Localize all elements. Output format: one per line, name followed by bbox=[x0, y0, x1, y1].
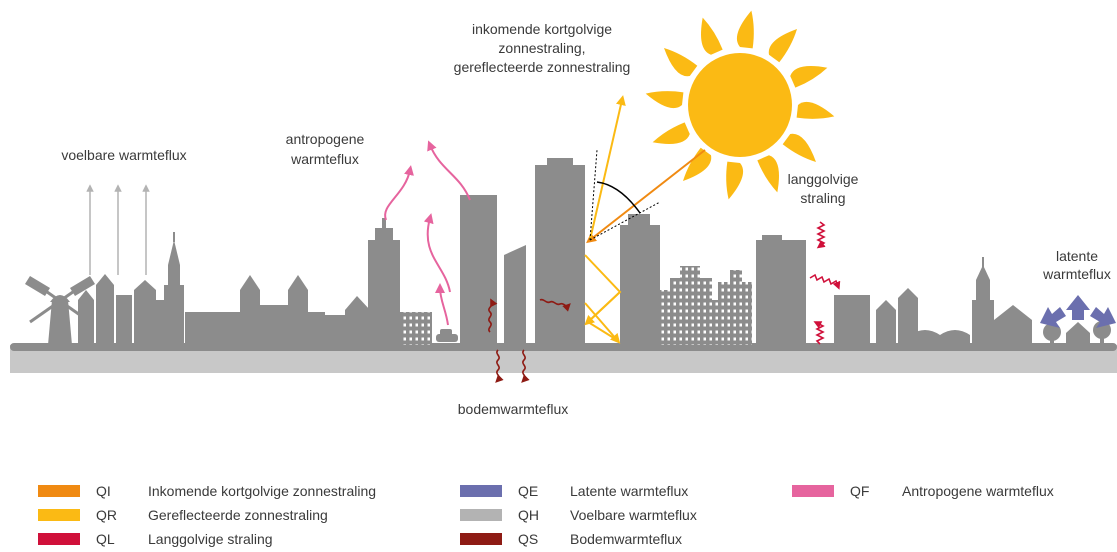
legend-label: Inkomende kortgolvige zonnestraling bbox=[148, 483, 376, 499]
legend-swatch bbox=[792, 485, 834, 497]
legend-code: QE bbox=[518, 483, 538, 499]
label-ground: bodemwarmteflux bbox=[458, 401, 569, 417]
legend-code: QI bbox=[96, 483, 111, 499]
sun-ray bbox=[757, 155, 780, 193]
legend-swatch bbox=[38, 485, 80, 497]
car bbox=[436, 329, 458, 342]
legend-swatch bbox=[460, 485, 502, 497]
legend-swatch bbox=[38, 533, 80, 545]
sun-ray bbox=[736, 10, 754, 49]
skyscraper-main bbox=[535, 158, 585, 345]
legend-label: Langgolvige straling bbox=[148, 531, 273, 547]
office-grid bbox=[400, 312, 432, 345]
label-incoming-2: zonnestraling, bbox=[498, 40, 585, 56]
ground bbox=[10, 343, 1117, 373]
sun-ray bbox=[700, 17, 723, 55]
church-tower-right bbox=[972, 257, 1032, 345]
legend-label: Latente warmteflux bbox=[570, 483, 688, 499]
ground-heat-flux bbox=[488, 298, 571, 383]
skyline bbox=[25, 158, 1111, 345]
tower-anthropogenic bbox=[368, 240, 400, 345]
legend-code: QF bbox=[850, 483, 869, 499]
legend-code: QS bbox=[518, 531, 538, 547]
sun-ray bbox=[645, 91, 684, 109]
sun-ray bbox=[664, 47, 698, 77]
label-anthropogenic-1: antropogene bbox=[286, 131, 365, 147]
sun-ray bbox=[768, 29, 798, 63]
legend-code: QH bbox=[518, 507, 539, 523]
museum bbox=[185, 275, 370, 345]
sun-ray bbox=[652, 122, 690, 145]
anthropogenic-arrows bbox=[384, 140, 471, 326]
church-tower-left bbox=[164, 232, 184, 345]
label-longwave-1: langgolvige bbox=[788, 171, 859, 187]
sun-ray bbox=[796, 101, 835, 119]
label-longwave-2: straling bbox=[800, 190, 845, 206]
legend-swatch bbox=[38, 509, 80, 521]
label-anthropogenic-2: warmteflux bbox=[290, 151, 359, 167]
trees bbox=[1043, 321, 1111, 345]
sun-ray bbox=[782, 133, 816, 163]
tower-longwave bbox=[756, 240, 806, 345]
label-sensible: voelbare warmteflux bbox=[61, 147, 186, 163]
legend-label: Antropogene warmteflux bbox=[902, 483, 1054, 499]
legend-label: Voelbare warmteflux bbox=[570, 507, 697, 523]
legend-swatch bbox=[460, 533, 502, 545]
legend-code: QR bbox=[96, 507, 117, 523]
legend-label: Gereflecteerde zonnestraling bbox=[148, 507, 328, 523]
label-latent-2: warmteflux bbox=[1042, 266, 1111, 282]
latent-heat-arrows bbox=[1040, 295, 1116, 328]
legend-swatch bbox=[460, 509, 502, 521]
label-latent-1: latente bbox=[1056, 248, 1098, 264]
label-incoming-1: inkomende kortgolvige bbox=[472, 21, 612, 37]
sun-icon bbox=[645, 10, 835, 200]
legend-label: Bodemwarmteflux bbox=[570, 531, 682, 547]
label-incoming-3: gereflecteerde zonnestraling bbox=[454, 59, 631, 75]
legend-code: QL bbox=[96, 531, 115, 547]
sun-ray bbox=[726, 161, 744, 200]
longwave-radiation bbox=[809, 221, 841, 345]
canal-houses-right bbox=[876, 288, 970, 345]
solar-radiation bbox=[584, 95, 706, 344]
canal-houses-left bbox=[78, 274, 168, 345]
sun-ray bbox=[682, 147, 712, 181]
sensible-heat-arrows bbox=[86, 184, 150, 275]
sun-ray bbox=[790, 65, 828, 88]
